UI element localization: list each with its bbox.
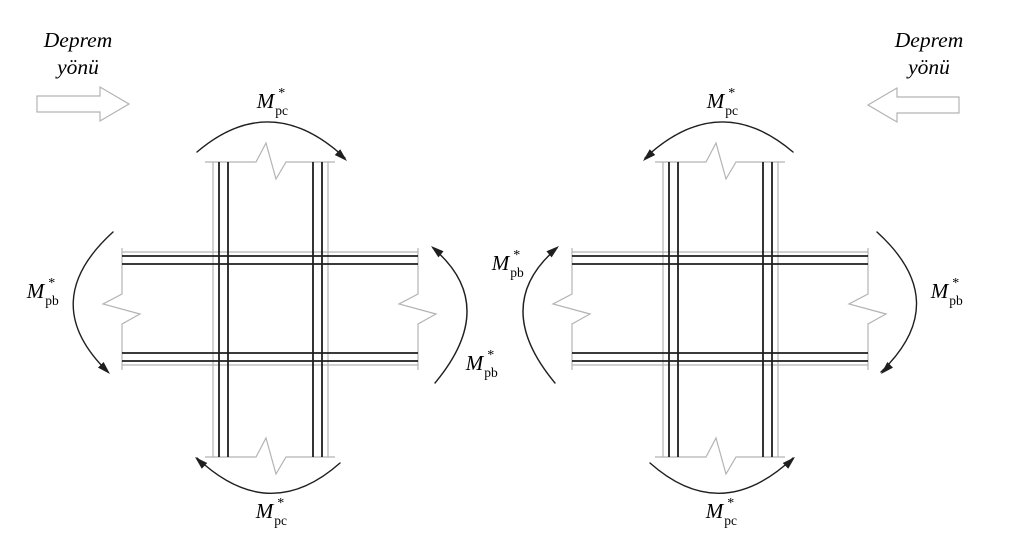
right-beam-left-break	[551, 248, 592, 370]
right-beamleft-arrowhead-icon	[546, 246, 559, 258]
right-column-rebar-lines	[668, 162, 773, 457]
moment-subscript: pc	[274, 512, 287, 528]
moment-superscript: *	[277, 496, 285, 511]
left-beam-left-moment-arc	[72, 231, 114, 373]
moment-symbol: M	[256, 88, 275, 113]
moment-superscript: *	[487, 348, 495, 363]
member-reinforcement-lines	[122, 162, 868, 457]
moment-symbol: M	[26, 278, 45, 303]
moment-scripts: *pb	[949, 276, 965, 308]
moment-label-left-beam-left: M*pb	[26, 276, 62, 308]
earthquake-arrows	[36, 85, 960, 124]
earthquake-direction-line2: yönü	[57, 55, 99, 79]
left-column-rebar-lines	[218, 162, 323, 457]
moment-subscript: pb	[510, 264, 524, 280]
left-top-arrowhead-icon	[334, 149, 347, 161]
left-beam-face-lines	[122, 251, 418, 366]
left-beam-left-break	[101, 248, 142, 370]
moment-superscript: *	[278, 86, 286, 101]
moment-label-left-column-bottom: M*pc	[255, 496, 291, 528]
moment-superscript: *	[727, 496, 735, 511]
moment-label-right-beam-right: M*pb	[930, 276, 966, 308]
moment-subscript: pc	[724, 512, 737, 528]
right-beam-right-break	[847, 248, 888, 370]
moment-superscript: *	[513, 248, 521, 263]
earthquake-direction-line2: yönü	[908, 55, 950, 79]
moment-label-right-column-top: M*pc	[706, 86, 742, 118]
moment-scripts: *pc	[724, 496, 740, 528]
moment-scripts: *pc	[725, 86, 741, 118]
left-column-bottom-break	[205, 436, 335, 476]
moment-superscript: *	[952, 276, 960, 291]
left-column-face-lines	[212, 162, 329, 457]
earthquake-direction-line1: Deprem	[43, 28, 113, 52]
moment-label-right-beam-left: M*pb	[491, 248, 527, 280]
moment-label-right-column-bottom: M*pc	[705, 496, 741, 528]
right-column-face-lines	[662, 162, 779, 457]
right-column-bottom-break	[655, 436, 785, 476]
left-beamleft-arrowhead-icon	[97, 361, 110, 374]
moment-subscript: pb	[484, 364, 498, 380]
moment-arrowheads	[97, 149, 894, 469]
moment-subscript: pb	[949, 292, 963, 308]
right-column-top-moment-arc	[644, 121, 794, 159]
moment-subscript: pc	[725, 102, 738, 118]
moment-scripts: *pb	[484, 348, 500, 380]
moment-symbol: M	[465, 350, 484, 375]
left-beamright-arrowhead-icon	[431, 246, 444, 258]
moment-scripts: *pb	[510, 248, 526, 280]
moment-superscript: *	[728, 86, 736, 101]
moment-symbol: M	[255, 498, 274, 523]
right-beamright-arrowhead-icon	[881, 361, 894, 374]
earthquake-direction-label-right: Deprem yönü	[895, 27, 963, 81]
left-bottom-arrowhead-icon	[195, 457, 208, 469]
moment-scripts: *pb	[45, 276, 61, 308]
earthquake-direction-line1: Deprem	[894, 28, 964, 52]
moment-label-left-beam-right: M*pb	[465, 348, 501, 380]
moment-scripts: *pc	[274, 496, 290, 528]
right-column-top-break	[655, 141, 785, 181]
left-column-top-moment-arc	[196, 121, 346, 159]
moment-scripts: *pc	[275, 86, 291, 118]
left-beam-right-break	[397, 248, 438, 370]
left-column-top-break	[205, 141, 335, 181]
left-beam-right-moment-arc	[432, 247, 468, 384]
moment-symbol: M	[706, 88, 725, 113]
right-beam-rebar-lines	[572, 255, 868, 362]
moment-arcs	[72, 121, 918, 494]
earthquake-arrow-left-icon	[866, 86, 960, 124]
right-bottom-arrowhead-icon	[782, 457, 795, 469]
moment-symbol: M	[491, 250, 510, 275]
right-beam-face-lines	[572, 251, 868, 366]
right-top-arrowhead-icon	[643, 149, 656, 161]
earthquake-direction-label-left: Deprem yönü	[44, 27, 112, 81]
left-column-bottom-moment-arc	[196, 457, 341, 494]
right-beam-right-moment-arc	[876, 231, 918, 373]
moment-subscript: pc	[275, 102, 288, 118]
earthquake-arrow-right-icon	[36, 85, 131, 123]
right-beam-left-moment-arc	[522, 247, 558, 384]
left-beam-rebar-lines	[122, 255, 418, 362]
moment-symbol: M	[705, 498, 724, 523]
moment-symbol: M	[930, 278, 949, 303]
moment-label-left-column-top: M*pc	[256, 86, 292, 118]
moment-superscript: *	[48, 276, 56, 291]
member-outlines-and-breaks	[101, 141, 888, 476]
moment-subscript: pb	[45, 292, 59, 308]
right-column-bottom-moment-arc	[649, 457, 794, 494]
